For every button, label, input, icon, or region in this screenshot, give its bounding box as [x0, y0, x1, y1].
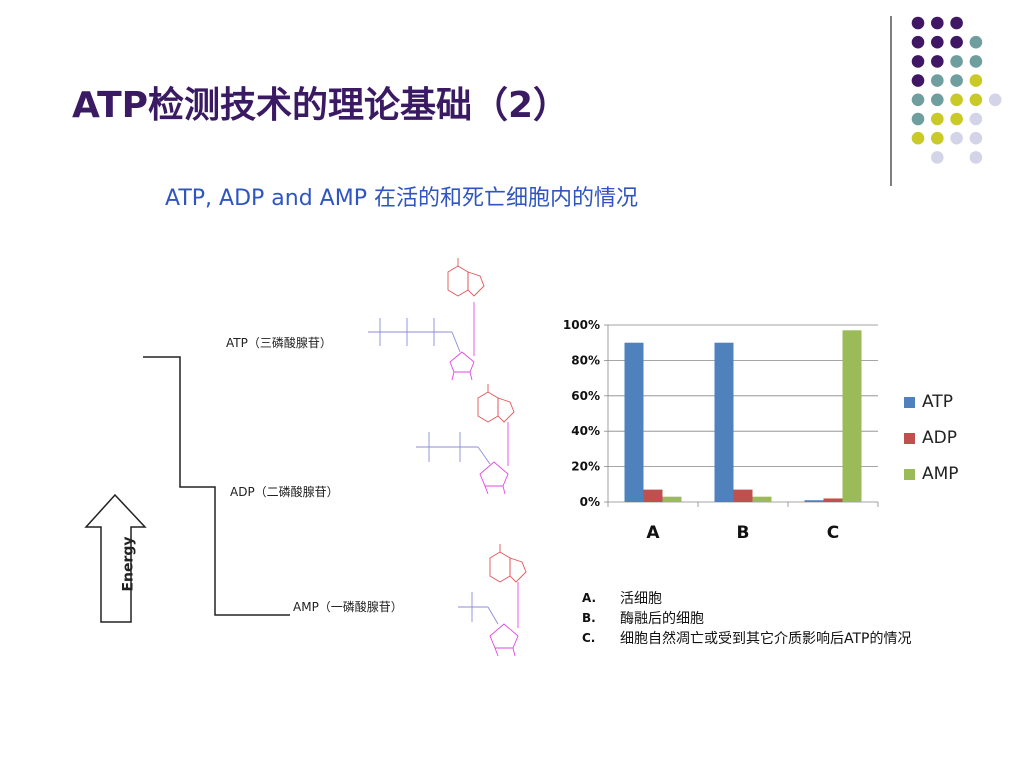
- bar-atp-c: [804, 500, 824, 502]
- decor-dot: [969, 151, 983, 164]
- notes-list: A. 活细胞 B. 酶融后的细胞 C. 细胞自然凋亡或受到其它介质影响后ATP的…: [582, 588, 911, 648]
- decor-dot: [911, 16, 925, 30]
- note-item-c: C. 细胞自然凋亡或受到其它介质影响后ATP的情况: [582, 628, 911, 648]
- y-tick-label: 100%: [563, 318, 600, 332]
- decor-dot: [911, 74, 925, 87]
- bar-adp-a: [643, 489, 663, 502]
- decor-dot: [969, 112, 983, 126]
- note-letter: B.: [582, 611, 596, 625]
- decor-dot: [911, 35, 925, 49]
- decor-dot: [988, 93, 1002, 107]
- bar-atp-b: [714, 342, 734, 502]
- bar-atp-a: [624, 342, 644, 502]
- legend-swatch-amp: [904, 468, 915, 480]
- amp-ribose: [489, 582, 519, 657]
- decor-dot: [969, 74, 983, 87]
- atp-phosphate-chain: [368, 318, 461, 353]
- decor-dot: [931, 35, 944, 49]
- decor-dot: [969, 55, 983, 68]
- adp-ribose: [479, 422, 509, 495]
- note-item-b: B. 酶融后的细胞: [582, 608, 911, 628]
- y-tick-label: 0%: [580, 495, 600, 509]
- note-text: 细胞自然凋亡或受到其它介质影响后ATP的情况: [620, 631, 912, 647]
- decor-dot: [950, 93, 963, 107]
- y-tick-label: 40%: [571, 424, 600, 438]
- legend-label-atp: ATP: [922, 392, 953, 412]
- adp-adenine: [477, 384, 515, 423]
- decor-dot: [950, 74, 963, 87]
- decor-dot: [950, 131, 963, 145]
- decor-dot: [911, 131, 925, 145]
- decor-dot: [931, 93, 944, 107]
- legend-swatch-adp: [904, 432, 915, 444]
- atp-adenine: [447, 258, 485, 297]
- amp-adenine: [489, 544, 527, 583]
- note-letter: A.: [582, 591, 597, 605]
- decor-dot: [931, 16, 944, 30]
- x-tick-label: B: [737, 523, 750, 543]
- decor-dot: [911, 112, 925, 126]
- chart-gridlines: [604, 324, 879, 507]
- legend-item-amp: AMP: [904, 456, 959, 492]
- decor-dot: [931, 131, 944, 145]
- bar-amp-a: [662, 496, 682, 502]
- adp-phosphate-chain: [416, 432, 491, 465]
- chart-x-ticks: A B C: [646, 523, 839, 543]
- amp-molecule: [458, 544, 527, 657]
- decor-dot: [931, 112, 944, 126]
- atp-molecule: [368, 258, 485, 381]
- y-tick-label: 60%: [571, 389, 600, 403]
- decorative-dot-grid: [890, 16, 1002, 186]
- amp-phosphate-chain: [458, 592, 499, 625]
- adp-molecule: [416, 384, 515, 495]
- x-tick-label: A: [646, 523, 660, 543]
- amp-label: AMP（一磷酸腺苷）: [293, 600, 403, 614]
- atp-ribose: [449, 302, 475, 381]
- note-letter: C.: [582, 631, 596, 645]
- decor-dot: [931, 151, 944, 164]
- decor-dot: [911, 93, 925, 107]
- note-text: 酶融后的细胞: [620, 611, 704, 627]
- decor-dot: [969, 131, 983, 145]
- decor-dot: [950, 112, 963, 126]
- decor-dot: [969, 35, 983, 49]
- legend-swatch-atp: [904, 396, 915, 408]
- x-tick-label: C: [827, 523, 839, 543]
- atp-label: ATP（三磷酸腺苷）: [226, 336, 332, 350]
- note-item-a: A. 活细胞: [582, 588, 911, 608]
- decor-dot: [950, 16, 963, 30]
- chart-bars: [624, 330, 862, 502]
- bar-adp-c: [823, 498, 843, 502]
- chart-y-ticks: 0% 20% 40% 60% 80% 100%: [563, 318, 600, 509]
- bar-amp-c: [842, 330, 862, 502]
- slide-subtitle: ATP, ADP and AMP 在活的和死亡细胞内的情况: [165, 186, 638, 211]
- energy-arrow: [84, 493, 147, 623]
- bar-adp-b: [733, 489, 753, 502]
- bar-amp-b: [752, 496, 772, 502]
- decor-dot: [950, 55, 963, 68]
- energy-staircase: [143, 356, 290, 616]
- y-tick-label: 80%: [571, 353, 600, 367]
- decor-dot: [911, 55, 925, 68]
- legend-item-adp: ADP: [904, 420, 959, 456]
- decor-dot: [969, 93, 983, 107]
- legend-label-adp: ADP: [922, 428, 957, 448]
- decor-dot: [931, 74, 944, 87]
- slide-title: ATP检测技术的理论基础（2）: [72, 85, 570, 126]
- legend-item-atp: ATP: [904, 384, 959, 420]
- decor-dot: [950, 35, 963, 49]
- dot-pattern: [911, 16, 1002, 164]
- decor-dot: [931, 55, 944, 68]
- chart-legend: ATP ADP AMP: [904, 384, 959, 492]
- legend-label-amp: AMP: [922, 464, 959, 484]
- note-text: 活细胞: [620, 591, 662, 607]
- y-tick-label: 20%: [571, 460, 600, 474]
- adp-label: ADP（二磷酸腺苷）: [230, 485, 339, 499]
